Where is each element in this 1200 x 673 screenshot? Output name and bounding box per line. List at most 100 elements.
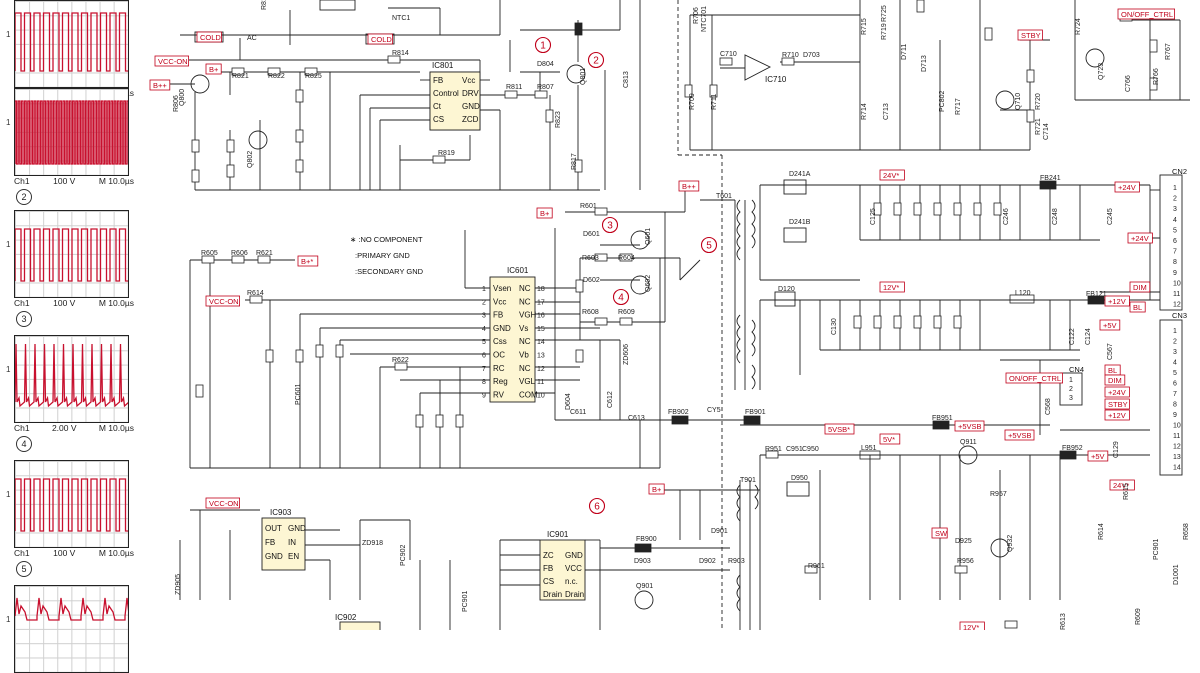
part-r817: R817 [571,153,578,170]
p5sb-tag-2: +5VSB [958,422,982,431]
scope-trace-6 [14,585,129,673]
part-d950: D950 [791,475,808,482]
channel-marker: 1 [6,30,11,39]
part-d604: D604 [565,393,572,410]
scope-trace-1 [14,0,129,88]
ic801-pin-label: FB [433,76,443,85]
v24-tag-2: 24V* [1113,481,1129,490]
ic902-name: IC902 [335,613,357,622]
cn4-pin: 1 [1069,377,1073,384]
p24-tag-2-frame [1127,232,1153,244]
cn3-name: CN3 [1172,311,1187,320]
part-fb952: FB952 [1062,445,1083,452]
b-plus-star-tag: B+* [301,257,313,266]
p5-tag-2-frame [1087,450,1109,462]
p12-tag-frame [1104,295,1130,307]
onoff-tag-frame [1005,372,1063,384]
b-plus-tag-2-frame [536,207,553,219]
part-d711: D711 [901,44,908,60]
part-d602: D602 [583,277,600,284]
v12-tag-frame [879,281,905,293]
part-q932: Q932 [1007,535,1014,552]
part-r766: R766 [1153,68,1160,85]
cn3-pin: 8 [1173,402,1177,409]
part-r821: R821 [232,73,249,80]
cn2-pin: 1 [1173,185,1177,192]
ic901-name: IC901 [547,530,569,539]
cn3-pin: 10 [1173,423,1181,430]
onoff-tag-2-frame [1117,8,1175,20]
v24-tag-2-frame [1109,479,1135,491]
part-q802: Q802 [247,151,254,168]
cold-tag-frame [196,31,222,43]
part-d241b: D241B [789,219,811,226]
ic601-pin-number: 3 [482,313,486,320]
part-c248: C248 [1052,208,1059,225]
dim-tag-2-frame [1104,374,1126,386]
callout-number: 4 [618,293,624,304]
part-r957: R957 [990,491,1007,498]
part-r715: R715 [861,18,868,35]
ic601-pin-label: RC [493,364,505,373]
scope-trace-5 [14,460,129,548]
part-c950: C950 [802,446,819,453]
callout-marker [700,236,718,254]
bl-tag-2: BL [1108,366,1117,375]
cn2-pin: 12 [1173,302,1181,309]
legend-primary-gnd: :PRIMARY GND [355,251,410,260]
callout-number: 6 [594,502,600,513]
part-c568: C568 [1045,398,1052,415]
part-r621: R621 [256,250,273,257]
scope-caption-left: Ch1 [14,298,30,308]
part-c710: C710 [720,51,737,58]
ic601-pin-number: 13 [537,353,545,360]
cn2-pin: 2 [1173,196,1177,203]
onoff-tag: ON/OFF_CTRL [1009,374,1061,383]
part-r714: R714 [861,103,868,120]
cn2-pin: 11 [1173,291,1180,298]
part-r603: R603 [582,255,599,262]
waveform-panel: 1Ch15.00 VM 10.0µs11Ch1100 VM 10.0µs21Ch… [0,0,140,673]
part-ntc1: NTC1 [392,15,410,22]
part-c124: C124 [1085,328,1092,345]
p5-tag-frame [1099,319,1121,331]
scope-trace-3 [14,210,129,298]
v5-tag: 5V* [883,435,895,444]
part-r825: R825 [305,73,322,80]
ic601-pin-label: NC [519,337,531,346]
part-r903: R903 [728,558,745,565]
part-r725: R725 [881,5,888,22]
ic601-pin-number: 15 [537,326,545,333]
vcc-on-tag-2-frame [205,295,240,307]
part-r601: R601 [580,203,597,210]
ic601-pin-number: 2 [482,299,486,306]
part-q901: Q901 [636,583,653,590]
ic601-pin-label: VGH [519,311,537,320]
part-c613: C613 [628,415,645,422]
cn4-pin: 3 [1069,395,1073,402]
ic801-pin-label: Vcc [462,76,475,85]
part-r604: R604 [618,255,635,262]
v5-tag-frame [879,433,901,445]
part-r609: R609 [618,309,635,316]
part-r720: R720 [1035,93,1042,110]
part-r608: R608 [582,309,599,316]
v12-tag: 12V* [883,283,899,292]
dim-tag: DIM [1133,283,1147,292]
p12-tag: +12V [1108,297,1126,306]
b-plus-tag-3: B+ [652,485,662,494]
ic601-pin-number: 4 [482,326,486,333]
p5sb-tag-frame [1004,429,1035,441]
b-plus-tag: B+ [209,65,219,74]
part-c567: C567 [1107,343,1114,360]
ic601-pin-label: Vb [519,351,529,360]
legend-no-component: ∗ :NO COMPONENT [350,235,423,244]
p5sb-tag-2-frame [954,420,985,432]
p24-tag-frame [1114,181,1140,193]
part-r724: R724 [1075,18,1082,35]
part-t901: T901 [740,477,756,484]
stby-tag-2-frame [1017,29,1043,41]
ic901-pin-label: VCC [565,564,582,573]
part-l951: L951 [861,445,877,452]
